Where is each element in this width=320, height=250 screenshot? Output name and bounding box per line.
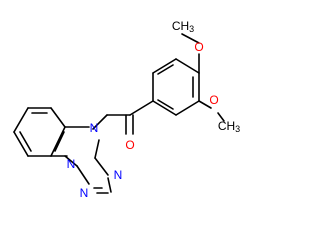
bond-ring-a-inner-3 xyxy=(157,64,174,75)
bond-bicycle-inner-2 xyxy=(19,131,32,152)
bond-triazole-3 xyxy=(94,157,109,176)
bond-imidazole-3 xyxy=(64,155,78,167)
bond-ring-a-6 xyxy=(152,58,177,74)
methyl-right-prefix: CH xyxy=(218,119,235,133)
bond-bicycle-3 xyxy=(13,107,29,133)
atom-labels: CH3 O O CH3 O N N N N xyxy=(67,19,241,200)
bond-ring-a-1 xyxy=(175,58,200,74)
bond-triazole-2 xyxy=(107,177,112,193)
bond-ch2-to-n xyxy=(92,114,108,130)
bond-ring-a-4 xyxy=(152,100,177,116)
oxygen-top-label: O xyxy=(194,40,203,54)
bond-bicycle-6 xyxy=(50,126,66,157)
bond-methoxy-top-2 xyxy=(181,33,200,44)
bond-ring-a-inner-2 xyxy=(157,99,174,110)
bond-methoxy-right-2 xyxy=(217,112,225,122)
methyl-right-label: CH3 xyxy=(218,119,240,134)
bond-imidazole-2 xyxy=(94,139,100,159)
bonds xyxy=(13,33,225,194)
ring-nitrogen-lower-label: N xyxy=(67,157,76,171)
bond-ring-a-3 xyxy=(175,100,200,116)
ring-nitrogen-upper-label: N xyxy=(90,121,99,135)
triazole-nitrogen-2-label: N xyxy=(114,168,123,182)
bond-methoxy-right-1 xyxy=(198,100,212,109)
methyl-top-subscript: 3 xyxy=(189,24,194,34)
bond-triazole-1 xyxy=(76,165,90,185)
methyl-top-label: CH3 xyxy=(172,19,194,34)
bond-bicycle-inner-3 xyxy=(54,131,65,152)
methyl-right-subscript: 3 xyxy=(235,124,240,134)
bond-bicycle-4 xyxy=(13,131,29,157)
carbonyl-oxygen-label: O xyxy=(125,138,134,152)
bond-ring-to-carbonyl xyxy=(129,100,154,116)
molecule-diagram: CH3 O O CH3 O N N N N xyxy=(13,19,241,200)
methyl-top-prefix: CH xyxy=(172,19,189,33)
triazole-nitrogen-1-label: N xyxy=(80,186,89,200)
oxygen-mid-label: O xyxy=(209,93,218,107)
bond-bicycle-1 xyxy=(50,107,66,128)
